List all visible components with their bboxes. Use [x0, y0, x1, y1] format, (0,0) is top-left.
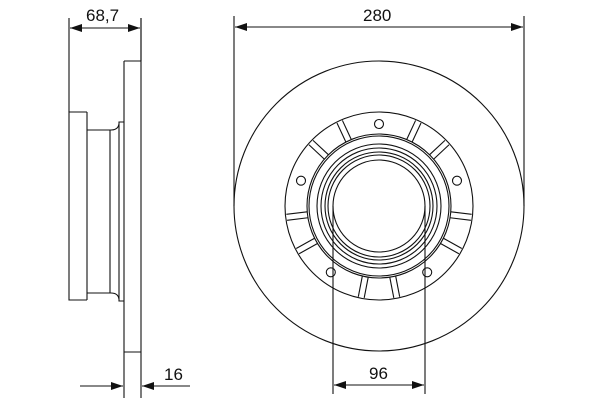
dimension-label-hub-height: 68,7: [86, 6, 120, 25]
dimension-label-center-bore: 96: [369, 364, 388, 383]
front-view: [234, 16, 524, 394]
outer-disc-edge: [234, 61, 524, 351]
hub-ribs: [271, 112, 483, 317]
center-bore: [333, 160, 425, 252]
bolt-holes: [297, 120, 462, 277]
dimension-label-outer-diameter: 280: [363, 6, 392, 25]
dimension-label-thickness: 16: [164, 365, 183, 384]
hub-flange: [285, 112, 473, 300]
side-view: [69, 18, 190, 398]
